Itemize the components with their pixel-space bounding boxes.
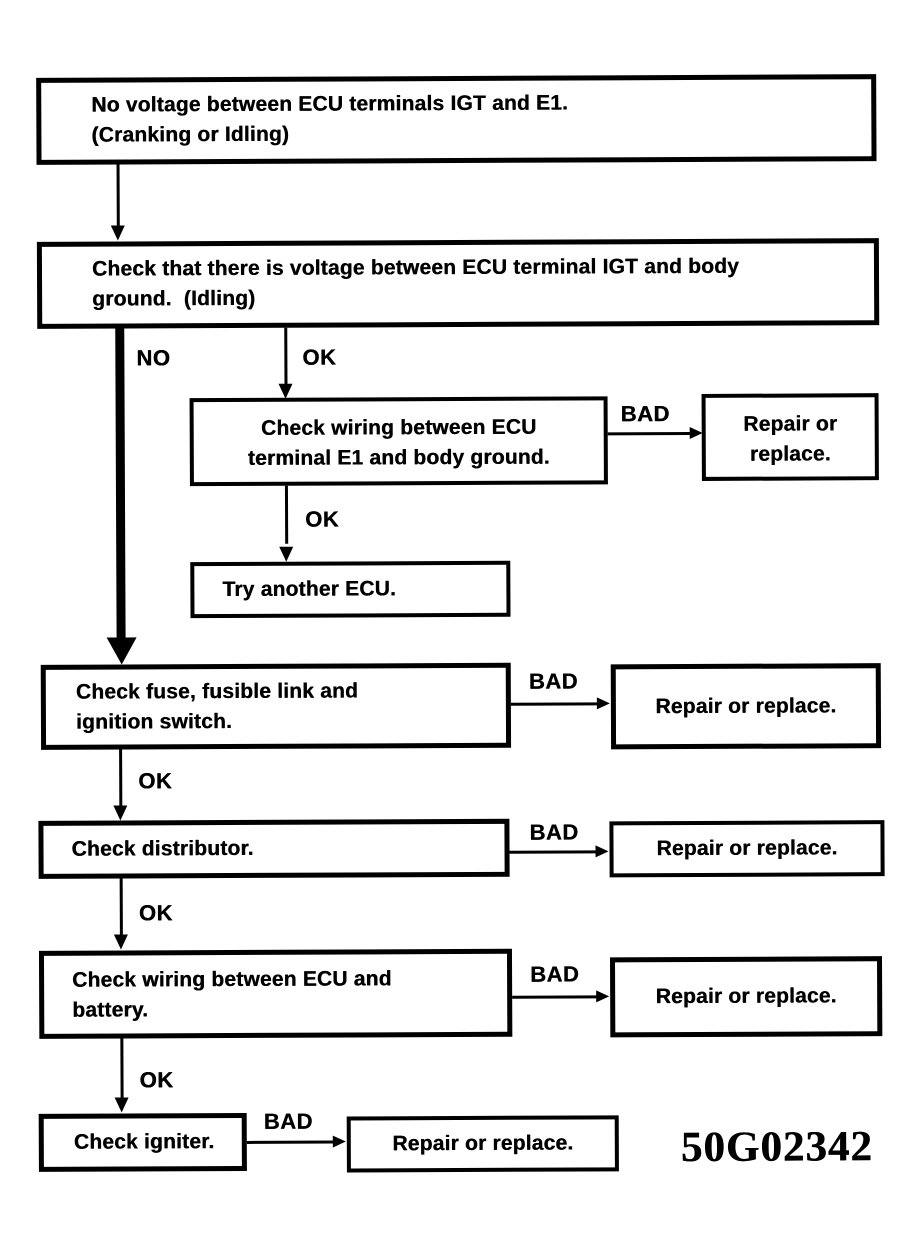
arrowhead-down-icon xyxy=(114,1097,129,1113)
connector-bad-4 xyxy=(512,995,599,999)
node-check-fuse: Check fuse, fusible link and ignition sw… xyxy=(40,662,512,750)
arrowhead-down-icon xyxy=(279,546,294,562)
edge-label-ok-2: OK xyxy=(305,506,340,532)
node-check-wiring-e1: Check wiring between ECU terminal E1 and… xyxy=(189,396,608,487)
node-repair-e1: Repair or replace. xyxy=(701,393,879,481)
node-repair-distributor-text: Repair or replace. xyxy=(656,836,838,861)
node-repair-fuse: Repair or replace. xyxy=(610,663,882,750)
node-check-distributor: Check distributor. xyxy=(38,818,510,879)
node-check-igniter-text: Check igniter. xyxy=(73,1130,215,1154)
connector-bad-5 xyxy=(246,1140,335,1144)
arrowhead-right-icon xyxy=(332,1135,346,1148)
node-check-igt-voltage-line2: ground. (Idling) xyxy=(92,286,256,311)
node-check-igt-voltage: Check that there is voltage between ECU … xyxy=(36,238,880,329)
node-repair-battery: Repair or replace. xyxy=(609,956,883,1038)
edge-label-ok-1: OK xyxy=(302,344,337,370)
connector-bad-2 xyxy=(510,702,599,706)
node-repair-e1-line2: replace. xyxy=(749,442,831,466)
node-check-wiring-battery-line1: Check wiring between ECU and xyxy=(72,967,392,992)
node-start-line1: No voltage between ECU terminals IGT and… xyxy=(91,91,569,117)
arrowhead-down-icon xyxy=(113,805,128,821)
node-repair-igniter-text: Repair or replace. xyxy=(392,1131,574,1156)
edge-label-ok-3: OK xyxy=(138,768,173,794)
connector-ok-2 xyxy=(284,485,289,544)
arrowhead-down-icon xyxy=(110,225,125,241)
node-check-fuse-line2: ignition switch. xyxy=(75,710,233,734)
edge-label-ok-4: OK xyxy=(138,900,173,926)
node-repair-distributor: Repair or replace. xyxy=(609,820,885,878)
figure-code: 50G02342 xyxy=(680,1123,873,1172)
node-repair-battery-text: Repair or replace. xyxy=(655,984,837,1009)
connector-ok-1 xyxy=(284,327,288,386)
node-repair-e1-line1: Repair or xyxy=(743,412,838,436)
connector-ok-3 xyxy=(119,749,123,808)
node-repair-fuse-text: Repair or replace. xyxy=(655,693,837,718)
arrowhead-right-icon xyxy=(596,697,610,710)
node-check-igniter: Check igniter. xyxy=(38,1112,247,1172)
edge-label-ok-5: OK xyxy=(139,1067,174,1093)
node-check-distributor-text: Check distributor. xyxy=(71,836,254,861)
edge-label-bad-4: BAD xyxy=(530,961,580,987)
node-repair-igniter: Repair or replace. xyxy=(346,1115,619,1173)
connector-bad-3 xyxy=(509,850,598,854)
node-try-another-ecu-text: Try another ECU. xyxy=(222,577,397,602)
edge-label-no: NO xyxy=(136,345,171,371)
connector-no-thick xyxy=(115,328,126,640)
edge-label-bad-2: BAD xyxy=(528,668,579,694)
node-check-igt-voltage-line1: Check that there is voltage between ECU … xyxy=(91,254,740,281)
connector-ok-4 xyxy=(119,878,123,938)
edge-label-bad-3: BAD xyxy=(529,819,579,845)
node-start: No voltage between ECU terminals IGT and… xyxy=(36,74,877,165)
node-check-wiring-battery: Check wiring between ECU and battery. xyxy=(38,948,513,1039)
node-start-line2: (Cranking or Idling) xyxy=(91,122,290,147)
node-check-fuse-line1: Check fuse, fusible link and xyxy=(75,679,359,704)
arrowhead-right-icon xyxy=(595,845,609,858)
connector-ok-5 xyxy=(120,1038,124,1100)
edge-label-bad-1: BAD xyxy=(620,401,670,427)
arrowhead-right-icon xyxy=(596,990,610,1003)
node-check-wiring-battery-line2: battery. xyxy=(72,998,149,1022)
connector-bad-1 xyxy=(607,431,692,436)
node-try-another-ecu: Try another ECU. xyxy=(190,560,511,619)
node-check-wiring-e1-line1: Check wiring between ECU xyxy=(260,415,537,440)
arrowhead-down-big-icon xyxy=(106,637,137,665)
arrowhead-down-icon xyxy=(278,383,293,399)
arrowhead-down-icon xyxy=(113,934,128,950)
node-check-wiring-e1-line2: terminal E1 and body ground. xyxy=(247,445,550,470)
edge-label-bad-5: BAD xyxy=(263,1108,313,1134)
connector-start-down xyxy=(116,164,120,228)
